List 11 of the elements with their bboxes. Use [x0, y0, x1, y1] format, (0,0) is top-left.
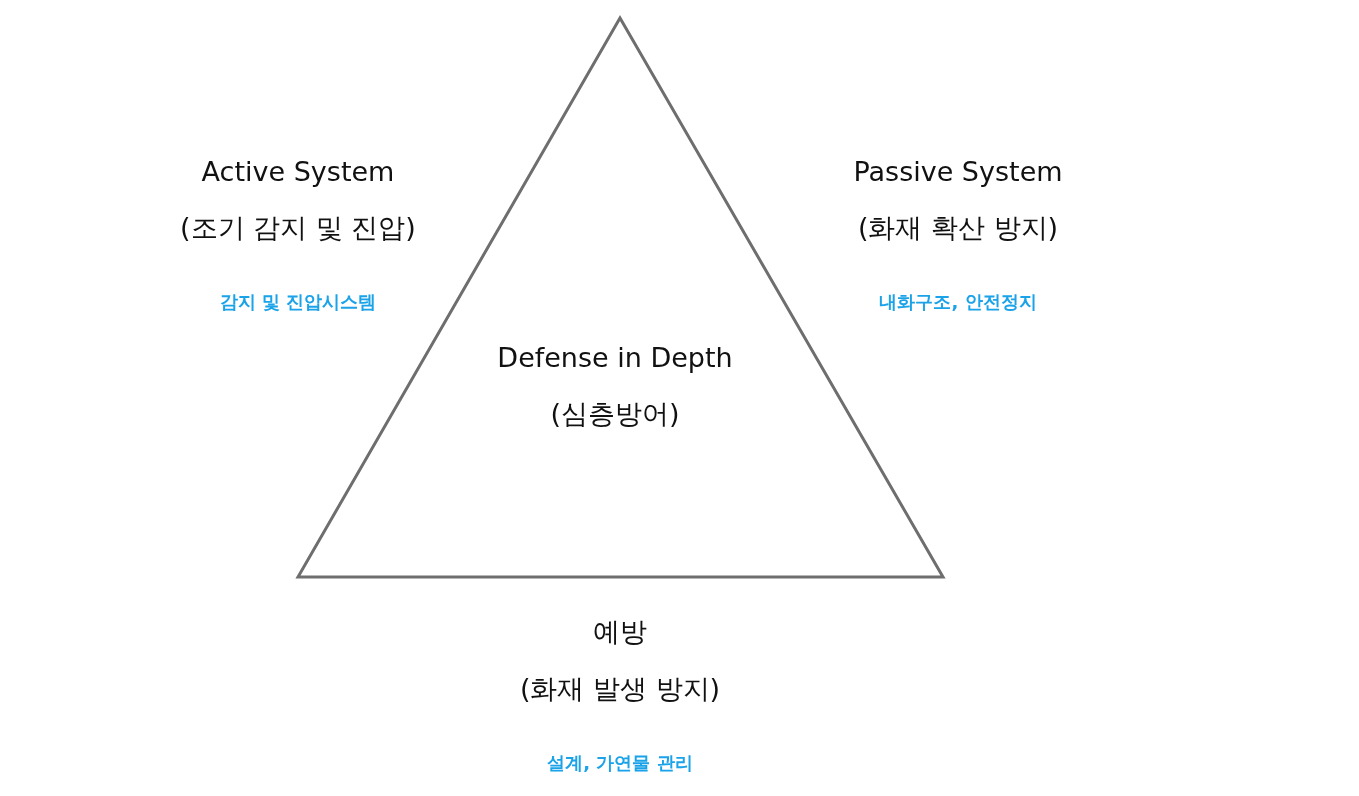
center-subheading: (심층방어): [550, 397, 680, 431]
side-heading: Passive System: [853, 155, 1063, 187]
example-text: 내화구조, 안전정지: [879, 290, 1037, 314]
side-heading: Active System: [201, 155, 395, 187]
side-subheading: (화재 확산 방지): [857, 211, 1059, 245]
center-heading: Defense in Depth: [497, 341, 733, 373]
example-text: 설계, 가연물 관리: [547, 751, 693, 775]
side-subheading: (화재 발생 방지): [519, 672, 721, 706]
side-subheading: (조기 감지 및 진압): [180, 211, 416, 245]
example-text: 감지 및 진압시스템: [219, 290, 377, 314]
side-heading: 예방: [593, 615, 647, 649]
